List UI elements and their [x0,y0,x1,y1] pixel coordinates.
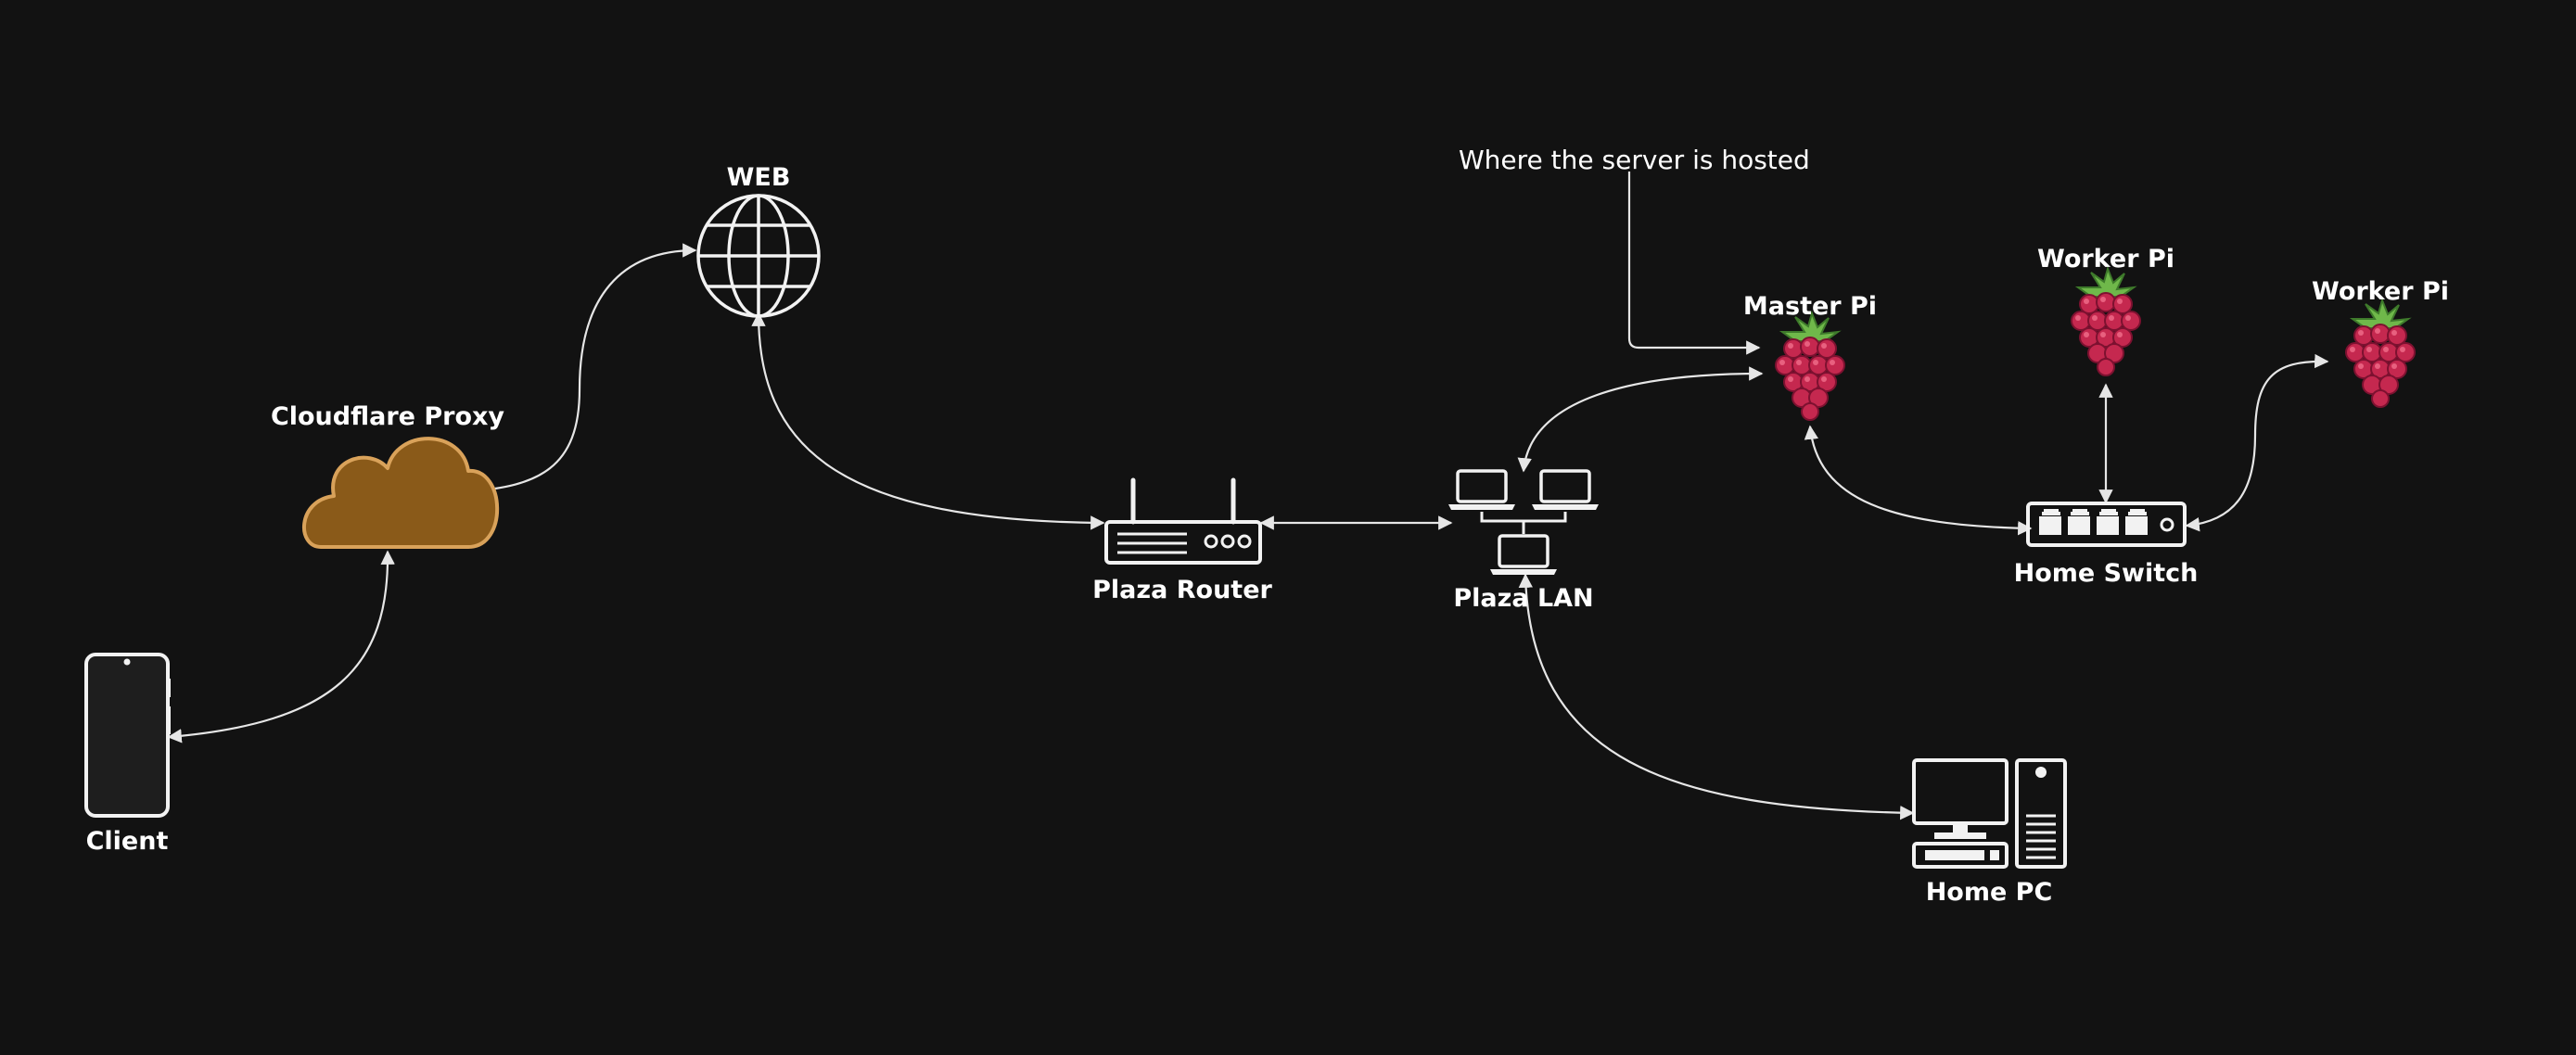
node-label: Master Pi [1743,292,1877,321]
node-plaza-lan[interactable]: Plaza LAN [1447,469,1600,613]
node-worker-pi-2[interactable]: Worker Pi [2312,277,2449,408]
node-label: Home Switch [2014,559,2199,588]
node-worker-pi-1[interactable]: Worker Pi [2037,245,2174,376]
raspberry-pi-icon [1775,312,1845,421]
node-web[interactable]: WEB [696,163,821,318]
edge-client-cloudflare [167,550,395,744]
edge-annotation-master [1627,172,1761,355]
node-label: Client [86,827,169,856]
edge-lan-master [1517,366,1764,473]
edge-web-router [751,311,1105,530]
edge-lan-homepc [1518,573,1915,820]
node-label: Worker Pi [2312,277,2449,306]
node-cloudflare-proxy[interactable]: Cloudflare Proxy [271,402,504,549]
node-home-switch[interactable]: Home Switch [2014,502,2199,588]
switch-icon [2026,502,2187,547]
desktop-computer-icon [1912,758,2067,869]
node-label: Plaza LAN [1453,584,1593,613]
cloud-icon [301,437,500,549]
edge-switch-worker2 [2185,353,2329,532]
node-label: Plaza Router [1092,576,1272,604]
node-label: Cloudflare Proxy [271,402,504,431]
raspberry-pi-icon [2071,268,2141,376]
edge-master-switch [1804,425,2033,536]
raspberry-pi-icon [2345,299,2416,408]
node-plaza-router[interactable]: Plaza Router [1092,477,1273,604]
node-label: Home PC [1926,878,2053,907]
node-label: Worker Pi [2037,245,2174,273]
annotation-text: Where the server is hosted [1459,145,1810,175]
edge-cloudflare-web [466,243,697,498]
connections [167,172,2329,820]
network-icon [1447,469,1600,577]
globe-icon [696,194,821,318]
node-home-pc[interactable]: Home PC [1912,758,2067,907]
node-master-pi[interactable]: Master Pi [1743,292,1877,421]
router-icon [1104,477,1262,565]
node-client[interactable]: Client [84,653,171,856]
node-label: WEB [727,163,791,192]
smartphone-icon [84,653,171,818]
